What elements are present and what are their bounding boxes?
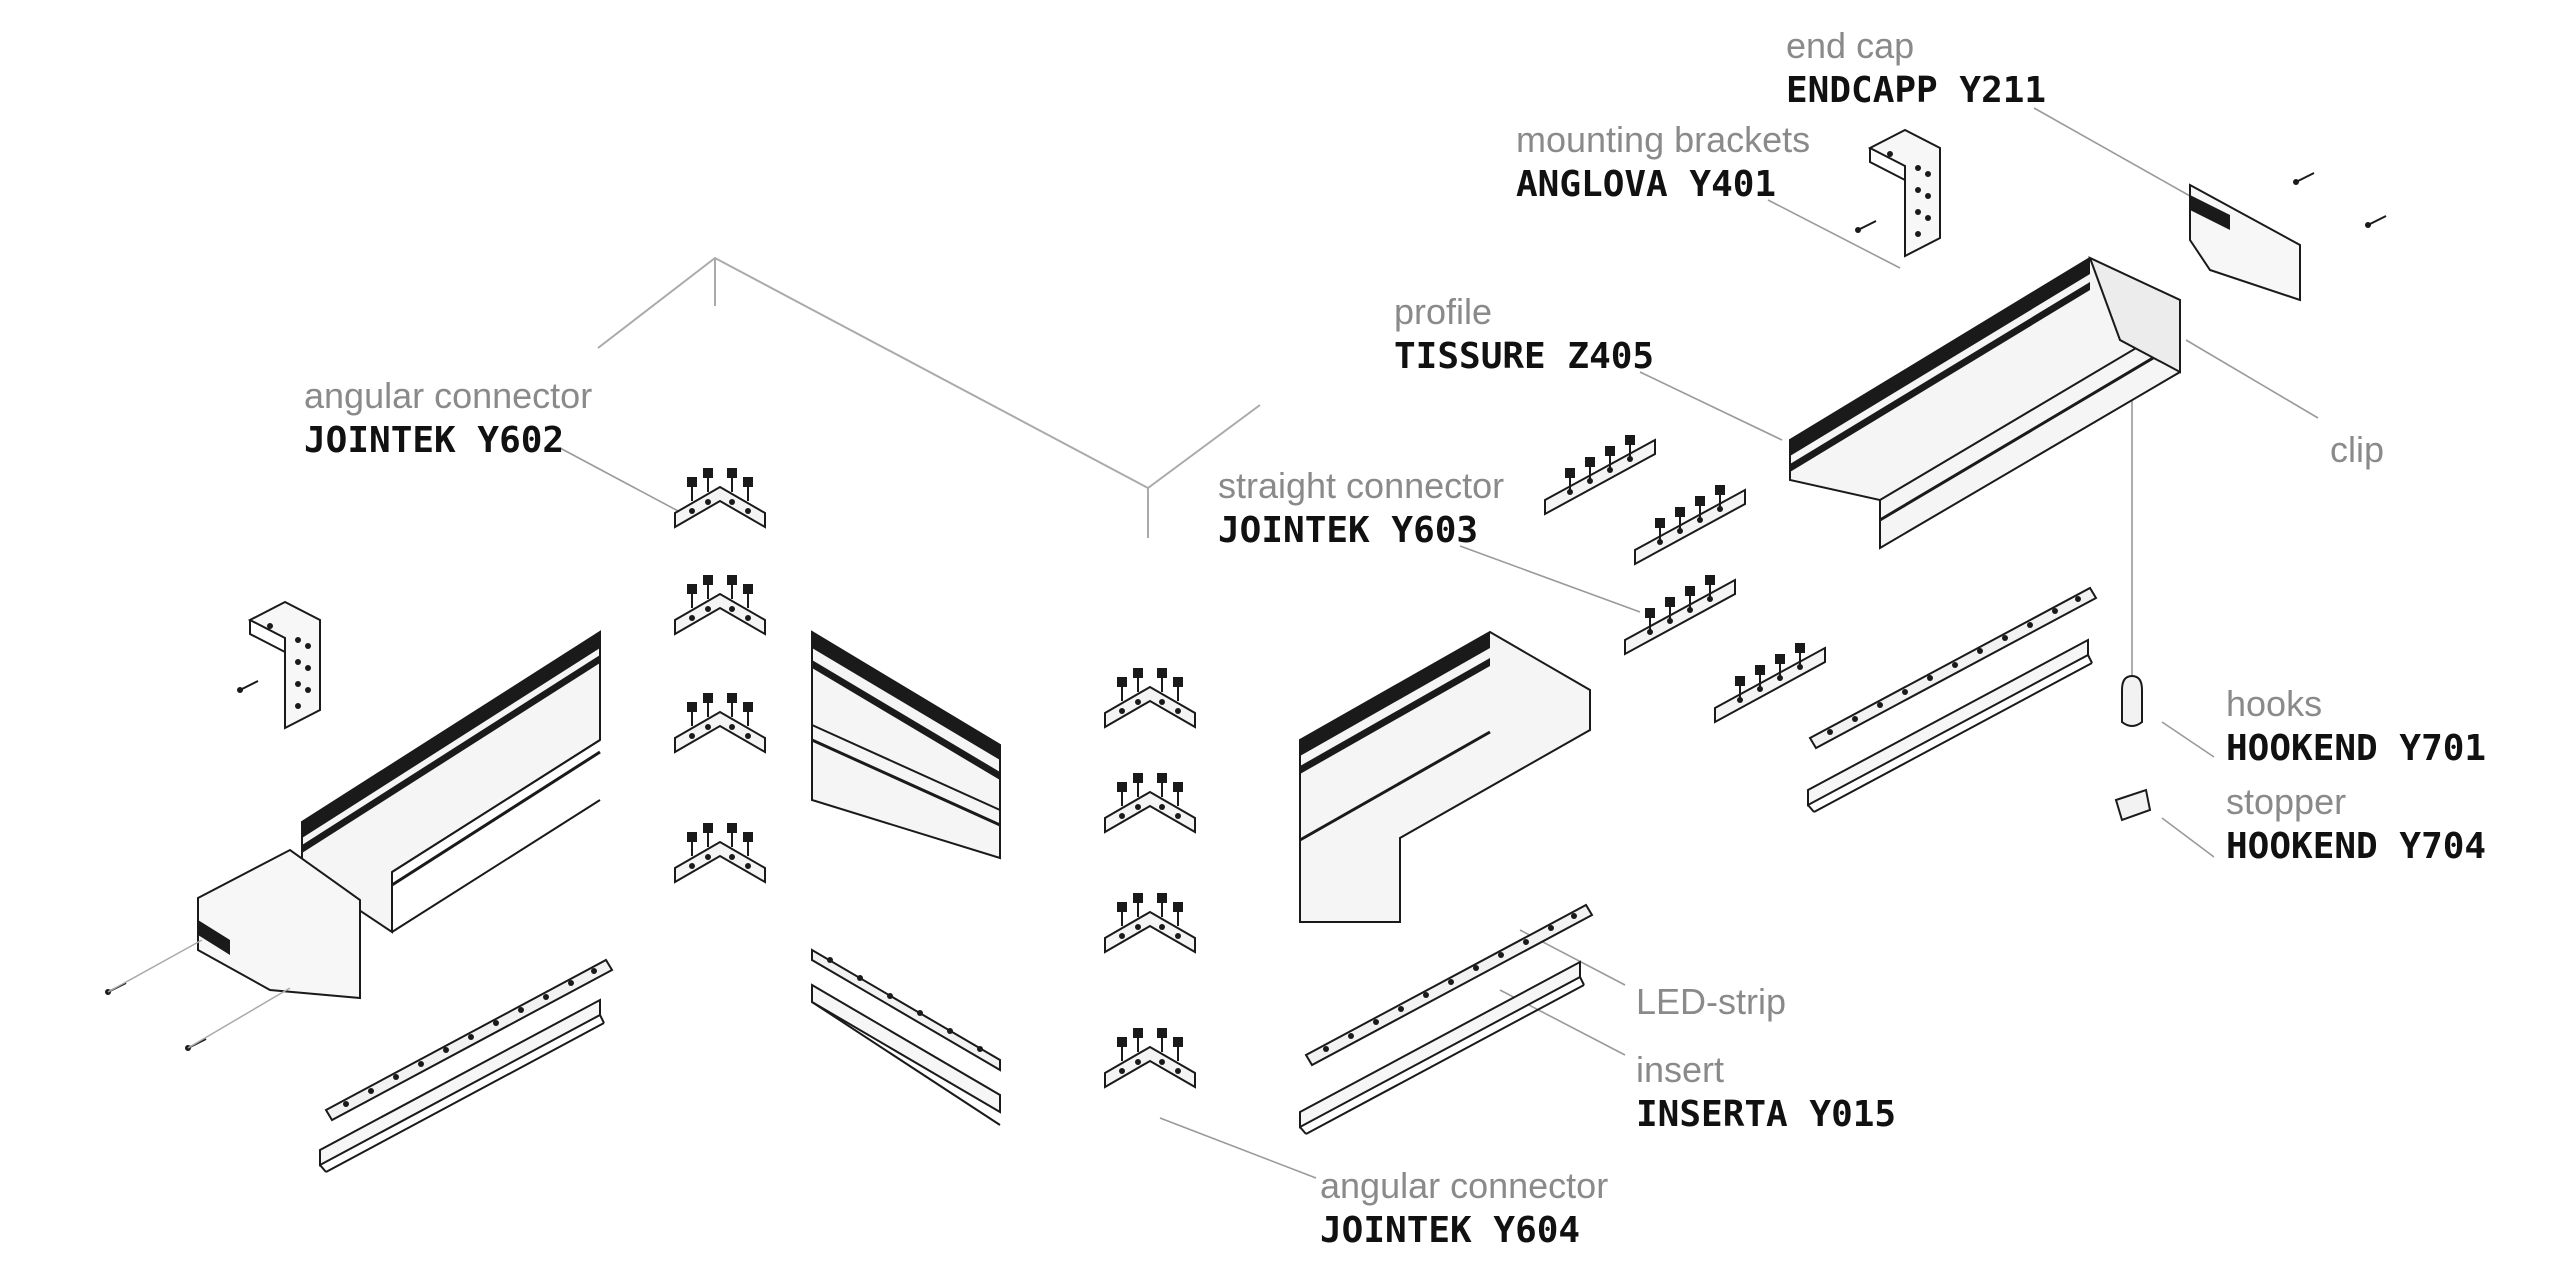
angular-connector-part (1105, 1028, 1195, 1087)
angular-connector-part (675, 823, 765, 882)
callout-name: LED-strip (1636, 981, 1787, 1022)
callout-name: angular connector (1320, 1165, 1609, 1206)
right-profile (1299, 630, 1591, 923)
top-right-profile (1789, 256, 2181, 550)
angular-connector-part (675, 693, 765, 752)
callout-code: TISSURE Z405 (1394, 336, 1655, 377)
callout-mounting-brackets: mounting brackets ANGLOVA Y401 (1516, 118, 1810, 208)
callout-hooks: hooks HOOKEND Y701 (2226, 682, 2486, 772)
middle-insert (811, 983, 1001, 1126)
callout-angular-connector-y604: angular connector JOINTEK Y604 (1320, 1164, 1608, 1254)
callout-straight-connector: straight connector JOINTEK Y603 (1218, 464, 1504, 554)
callout-name: profile (1394, 291, 1493, 332)
callout-code: JOINTEK Y603 (1218, 510, 1479, 551)
callout-name: angular connector (304, 375, 593, 416)
callout-end-cap: end cap ENDCAPP Y211 (1786, 24, 2046, 114)
left-insert (319, 999, 605, 1173)
hook-part (2121, 674, 2143, 727)
callout-profile: profile TISSURE Z405 (1394, 290, 1654, 380)
callout-name: insert (1636, 1049, 1725, 1090)
callout-code: HOOKEND Y701 (2226, 728, 2487, 769)
callout-code: JOINTEK Y602 (304, 420, 565, 461)
screw-icon (184, 1038, 207, 1052)
straight-connector-part (1625, 575, 1735, 654)
callout-clip: clip (2330, 428, 2384, 472)
top-right-end-cap (2189, 183, 2301, 302)
angular-connector-part (1105, 773, 1195, 832)
callout-code: ANGLOVA Y401 (1516, 164, 1777, 205)
screw-icon (2364, 215, 2387, 229)
angular-connector-part (675, 468, 765, 527)
callout-led-strip: LED-strip (1636, 980, 1786, 1024)
screw-icon (236, 680, 259, 694)
left-mounting-bracket (249, 601, 321, 729)
ceiling-outline (597, 256, 1261, 538)
callout-name: straight connector (1218, 465, 1505, 506)
callout-code: JOINTEK Y604 (1320, 1210, 1581, 1251)
angular-connector-part (1105, 893, 1195, 952)
straight-connector-part (1545, 435, 1655, 514)
callout-name: mounting brackets (1516, 119, 1811, 160)
screw-icon (104, 982, 127, 996)
stopper-part (2114, 788, 2152, 822)
callout-code: ENDCAPP Y211 (1786, 70, 2047, 111)
callout-stopper: stopper HOOKEND Y704 (2226, 780, 2486, 870)
middle-profile (811, 630, 1001, 860)
left-profile (301, 630, 601, 934)
callout-name: stopper (2226, 781, 2347, 822)
callout-insert: insert INSERTA Y015 (1636, 1048, 1896, 1138)
callout-angular-connector-y602: angular connector JOINTEK Y602 (304, 374, 592, 464)
screw-icon (2292, 172, 2315, 186)
left-end-cap (197, 848, 361, 1000)
screw-icon (1854, 220, 1877, 234)
callout-name: end cap (1786, 25, 1915, 66)
callout-code: INSERTA Y015 (1636, 1094, 1897, 1135)
top-mounting-bracket (1869, 129, 1941, 257)
callout-name: clip (2330, 429, 2385, 470)
angular-connector-part (675, 575, 765, 634)
straight-connector-part (1635, 485, 1745, 564)
straight-connector-part (1715, 643, 1825, 722)
middle-led-strip (811, 948, 1001, 1072)
angular-connector-part (1105, 668, 1195, 727)
callout-code: HOOKEND Y704 (2226, 826, 2487, 867)
callout-name: hooks (2226, 683, 2323, 724)
